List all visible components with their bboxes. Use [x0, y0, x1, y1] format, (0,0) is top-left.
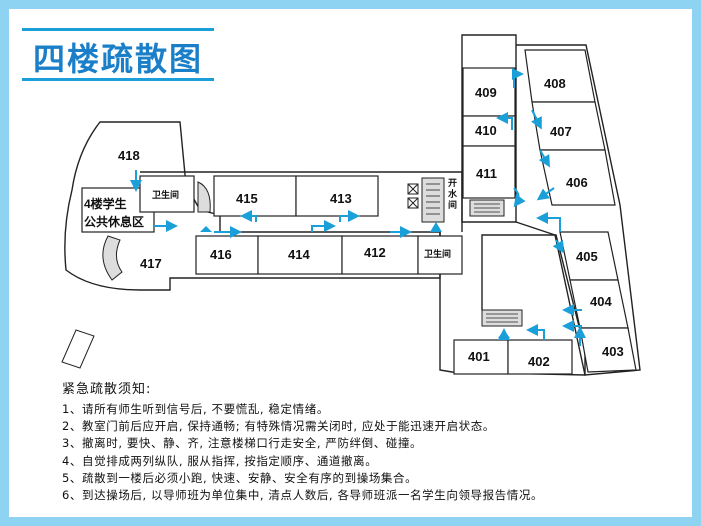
room-411: 411 — [476, 166, 497, 181]
room-413: 413 — [330, 191, 352, 206]
page-title: 四楼疏散图 — [32, 40, 203, 78]
lounge-line-2: 公共休息区 — [84, 214, 144, 229]
title-banner: 四楼疏散图 — [22, 28, 214, 82]
room-416: 416 — [210, 247, 232, 262]
evacuation-arrows — [130, 68, 586, 346]
room-418: 418 — [118, 148, 140, 163]
water-room-2: 水 — [448, 188, 458, 199]
room-417: 417 — [140, 256, 162, 271]
room-414: 414 — [288, 247, 310, 262]
notice-heading: 紧急疏散须知: — [62, 382, 152, 397]
room-403: 403 — [602, 344, 624, 359]
room-407: 407 — [550, 124, 572, 139]
rooms — [81, 49, 637, 375]
notice-item-2: 2、教室门前后应开启, 保持通畅; 有特殊情况需关闭时, 应处于能迅速开启状态。 — [62, 419, 495, 434]
room-405: 405 — [576, 249, 598, 264]
notice-item-1: 1、请所有师生听到信号后, 不要慌乱, 稳定情绪。 — [62, 402, 329, 416]
lounge-line-1: 4楼学生 — [84, 196, 127, 211]
room-412: 412 — [364, 245, 386, 260]
room-401: 401 — [468, 349, 490, 364]
stairs-detail — [426, 183, 518, 323]
exit-markers — [200, 222, 510, 338]
water-room-3: 间 — [448, 199, 457, 210]
room-409: 409 — [475, 85, 497, 100]
restroom-mid: 卫生间 — [424, 248, 451, 259]
water-room-box — [407, 183, 419, 209]
room-404: 404 — [590, 294, 612, 309]
notice-item-3: 3、撤离时, 要快、静、齐, 注意楼梯口行走安全, 严防绊倒、碰撞。 — [62, 436, 423, 451]
restroom-left: 卫生间 — [152, 189, 179, 200]
building-outline — [64, 34, 641, 376]
notice-item-6: 6、到达操场后, 以导师班为单位集中, 清点人数后, 各导师班派一名学生向领导报… — [62, 488, 544, 503]
evacuation-notice: 紧急疏散须知: 1、请所有师生听到信号后, 不要慌乱, 稳定情绪。 2、教室门前… — [62, 378, 682, 504]
notice-item-5: 5、疏散到一楼后必须小跑, 快速、安静、安全有序的到操场集合。 — [62, 470, 418, 485]
room-402: 402 — [528, 354, 550, 369]
room-408: 408 — [544, 76, 566, 91]
title-top-rule — [22, 28, 214, 31]
title-bottom-rule — [22, 78, 214, 81]
room-410: 410 — [475, 123, 497, 138]
room-406: 406 — [566, 175, 588, 190]
notice-item-4: 4、自觉排成两列纵队, 服从指挥, 按指定顺序、通道撤离。 — [62, 453, 378, 468]
room-415: 415 — [236, 191, 258, 206]
water-room-1: 开 — [448, 178, 457, 188]
outside-marker — [61, 329, 95, 369]
